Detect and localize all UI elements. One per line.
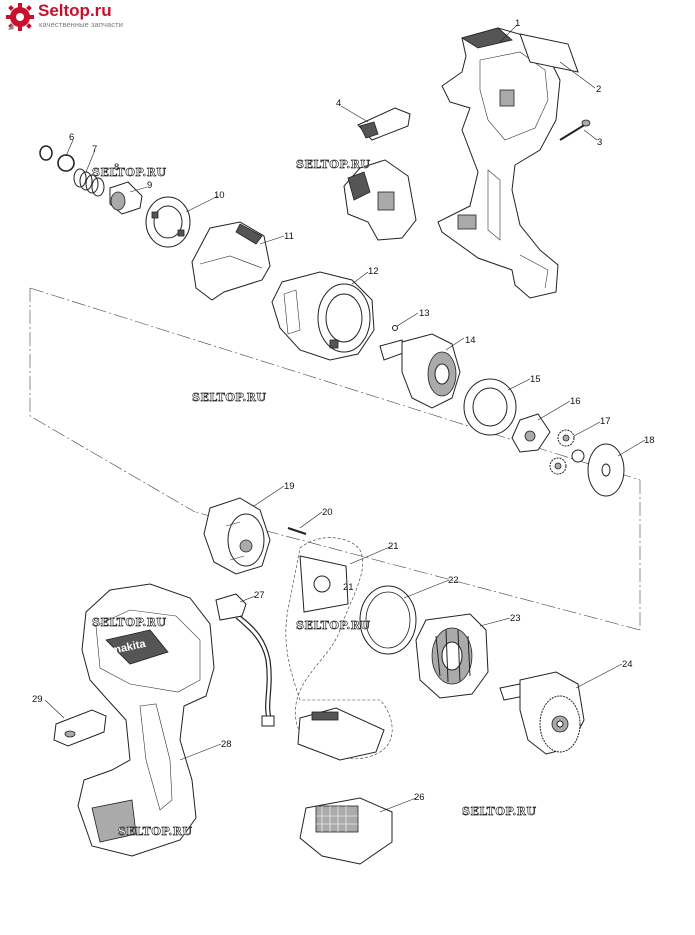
part-number: 20: [322, 507, 333, 518]
part-10-bumper[interactable]: [145, 196, 191, 248]
watermark: SELTOP.RU: [296, 158, 370, 171]
part-27-wire-harness[interactable]: [215, 593, 275, 727]
part-number: 16: [570, 396, 581, 407]
site-logo[interactable]: Seltop.ru качественные запчасти: [4, 1, 123, 32]
part-28-tool-body[interactable]: makita: [77, 583, 215, 857]
part-15-ring-gear[interactable]: [463, 378, 517, 436]
part-number: 13: [419, 308, 430, 319]
part-number: 8: [114, 162, 119, 173]
part-2-label[interactable]: [519, 33, 579, 73]
watermark: SELTOP.RU: [192, 391, 266, 404]
part-14-anvil[interactable]: [379, 333, 461, 409]
part-11-front-cover[interactable]: [191, 221, 271, 301]
part-number: 17: [600, 416, 611, 427]
controller-board[interactable]: [297, 707, 385, 761]
part-number: 15: [530, 374, 541, 385]
part-13-steel-ball[interactable]: [392, 325, 398, 331]
part-number: 22: [448, 575, 459, 586]
part-22-ring-frame[interactable]: [359, 585, 417, 655]
svg-text:21: 21: [343, 582, 354, 593]
part-26-terminal[interactable]: [299, 797, 393, 865]
part-number: 2: [596, 84, 601, 95]
part-number: 9: [147, 180, 152, 191]
part-23-stator[interactable]: [415, 613, 489, 699]
watermark: SELTOP.RU: [118, 825, 192, 838]
part-number: 24: [622, 659, 633, 670]
part-number: 11: [284, 231, 294, 242]
part-17-planet-gears[interactable]: [549, 429, 585, 475]
part-number: 4: [336, 98, 341, 109]
watermarks: SELTOP.RU SELTOP.RU SELTOP.RU SELTOP.RU …: [92, 158, 537, 839]
watermark: SELTOP.RU: [92, 616, 166, 629]
watermark: SELTOP.RU: [296, 619, 370, 632]
part-number: 29: [32, 694, 43, 705]
gear-logo-icon: [6, 3, 34, 31]
part-number: 18: [644, 435, 655, 446]
part-6-ring[interactable]: [39, 145, 53, 161]
part-18-flat-washer[interactable]: [587, 443, 625, 497]
part-number: 12: [368, 266, 379, 277]
part-16-bracket[interactable]: [511, 413, 551, 453]
part-number: 21: [388, 541, 399, 552]
watermark: SELTOP.RU: [92, 166, 166, 179]
part-19-motor-housing[interactable]: [203, 497, 271, 575]
part-number: 19: [284, 481, 295, 492]
part-number: 7: [92, 144, 97, 155]
part-number: 26: [414, 792, 425, 803]
logo-tagline: качественные запчасти: [39, 20, 123, 29]
part-number: 27: [254, 590, 265, 601]
part-number: 1: [515, 18, 520, 29]
part-9-sleeve[interactable]: [109, 181, 143, 215]
part-1-housing[interactable]: [437, 27, 561, 299]
logo-name: Seltop.ru: [38, 1, 112, 20]
part-29-cap[interactable]: [53, 709, 107, 747]
part-12-hammer-case[interactable]: [271, 271, 375, 361]
part-3-screw[interactable]: [559, 119, 591, 141]
part-number: 3: [597, 137, 602, 148]
part-number: 6: [69, 132, 74, 143]
part-number: 10: [214, 190, 225, 201]
part-7-washer[interactable]: [57, 154, 75, 172]
watermark: SELTOP.RU: [462, 805, 536, 818]
part-number: 14: [465, 335, 476, 346]
part-20-pin[interactable]: [287, 527, 307, 535]
part-number: 23: [510, 613, 521, 624]
part-24-rotor[interactable]: [499, 671, 585, 755]
part-number-labels: 1 2 3 4 6 7 8 9 10 11 12 13 14 15 16 17 …: [32, 18, 655, 803]
switch-unit[interactable]: [343, 159, 417, 241]
part-21-plate[interactable]: 21: [285, 537, 393, 760]
leader-lines: [44, 24, 646, 813]
part-number: 28: [221, 739, 232, 750]
